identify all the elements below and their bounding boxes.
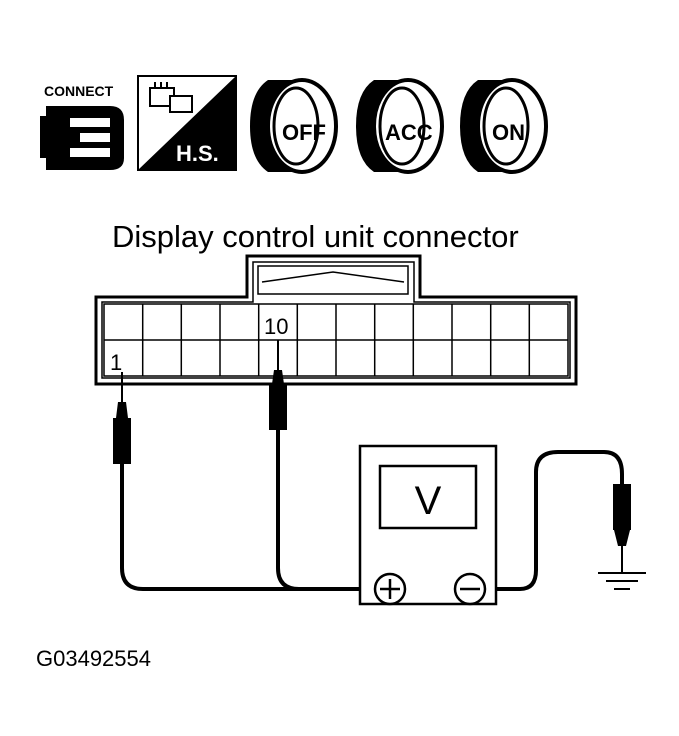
pin-grid-lines bbox=[141, 304, 531, 376]
probe-pin-10 bbox=[269, 340, 287, 430]
reference-code: G03492554 bbox=[36, 646, 151, 671]
ground-icon bbox=[598, 572, 646, 590]
key-off-label: OFF bbox=[282, 120, 326, 145]
pin-1-label: 1 bbox=[110, 350, 122, 375]
probe-ground bbox=[613, 484, 631, 572]
key-on-icon: ON bbox=[460, 78, 548, 174]
key-acc-icon: ACC bbox=[356, 78, 444, 174]
wire-pin-10 bbox=[276, 430, 378, 591]
pin-10-label: 10 bbox=[264, 314, 288, 339]
connect-label: CONNECT bbox=[44, 83, 114, 99]
hs-icon: H.S. bbox=[137, 75, 237, 171]
wire-pin-1 bbox=[120, 468, 378, 591]
wire-ground bbox=[488, 450, 624, 591]
key-acc-label: ACC bbox=[385, 120, 433, 145]
key-on-label: ON bbox=[492, 120, 525, 145]
connector-title: Display control unit connector bbox=[112, 219, 519, 254]
voltmeter-display: V bbox=[415, 479, 442, 523]
connector-body: 10 1 bbox=[94, 254, 578, 386]
key-off-icon: OFF bbox=[250, 78, 338, 174]
connect-icon: CONNECT bbox=[40, 83, 124, 170]
voltmeter: V bbox=[358, 444, 498, 606]
hs-label: H.S. bbox=[176, 141, 219, 166]
probe-pin-1 bbox=[113, 372, 131, 470]
